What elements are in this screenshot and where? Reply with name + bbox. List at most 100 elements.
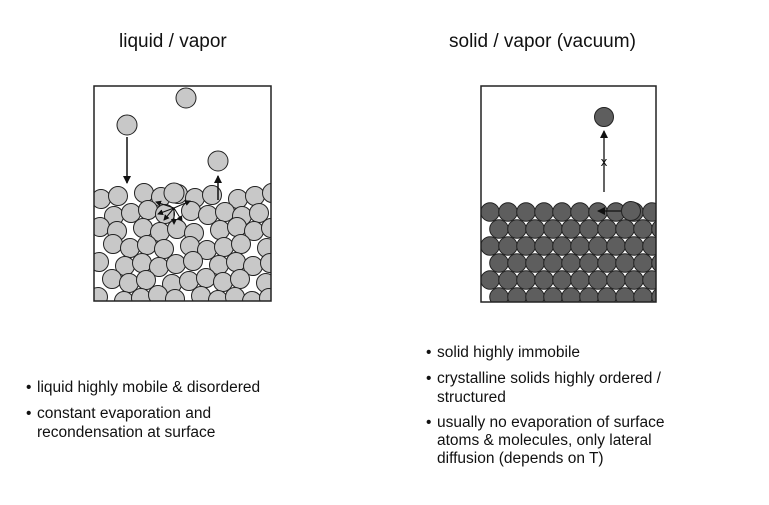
liquid-particle <box>137 235 157 255</box>
solid-particle <box>651 254 656 272</box>
solid-particle <box>543 253 563 273</box>
solid-particle <box>498 236 518 256</box>
solid-particle <box>489 219 509 239</box>
solid-particle <box>525 287 545 302</box>
vapor-particle <box>207 150 229 172</box>
solid-particle <box>615 253 635 273</box>
liquid-vapor-title: liquid / vapor <box>119 31 227 52</box>
solid-bullet: usually no evaporation of surface atoms … <box>426 414 664 468</box>
liquid-particle <box>231 234 251 254</box>
liquid-particle <box>259 288 271 301</box>
liquid-particle <box>167 219 187 239</box>
solid-particle <box>633 253 653 273</box>
solid-particle <box>588 236 608 256</box>
vapor-particle <box>175 87 197 109</box>
solid-particle <box>543 287 563 302</box>
liquid-particle <box>261 218 271 238</box>
solid-particle <box>642 202 656 222</box>
liquid-box <box>93 85 272 302</box>
liquid-particle <box>102 269 122 289</box>
solid-particle <box>507 287 527 302</box>
solid-particle <box>651 220 656 238</box>
solid-particle <box>624 270 644 290</box>
solid-particle <box>606 270 626 290</box>
solid-particle <box>534 270 554 290</box>
solid-vapor-title: solid / vapor (vacuum) <box>449 31 636 52</box>
solid-particle <box>633 219 653 239</box>
solid-particle <box>642 270 656 290</box>
solid-particle <box>507 219 527 239</box>
solid-particle <box>552 202 572 222</box>
liquid-particle <box>262 183 271 203</box>
solid-particle <box>525 253 545 273</box>
liquid-particle <box>166 254 186 274</box>
solid-bullet: crystalline solids highly ordered / stru… <box>426 369 664 407</box>
vapor-particle <box>116 114 138 136</box>
solid-particle <box>624 236 644 256</box>
liquid-bullets: liquid highly mobile & disordered consta… <box>26 378 260 449</box>
solid-particle <box>606 236 626 256</box>
blocked-marker: x <box>601 154 608 169</box>
solid-box: x <box>480 85 657 303</box>
liquid-particle <box>208 290 228 301</box>
liquid-bullet: constant evaporation and recondensation … <box>26 404 260 442</box>
solid-particle <box>561 287 581 302</box>
solid-particle <box>481 202 500 222</box>
solid-particle <box>579 253 599 273</box>
liquid-particle <box>133 218 153 238</box>
liquid-particle <box>191 286 211 301</box>
liquid-particle <box>210 220 230 240</box>
liquid-particle <box>196 268 216 288</box>
solid-particle <box>579 219 599 239</box>
liquid-particle <box>183 251 203 271</box>
liquid-particle <box>227 217 247 237</box>
solid-particle <box>570 236 590 256</box>
liquid-bullet: liquid highly mobile & disordered <box>26 378 260 397</box>
solid-particle <box>534 236 554 256</box>
solid-particle <box>481 270 500 290</box>
solid-particle <box>552 270 572 290</box>
solid-particle <box>597 287 617 302</box>
solid-particle <box>561 219 581 239</box>
liquid-vapor-particles <box>116 87 229 204</box>
liquid-particle <box>114 291 134 301</box>
solid-particle <box>579 287 599 302</box>
solid-surface-particles <box>594 107 641 221</box>
liquid-container <box>93 85 272 302</box>
liquid-particle <box>230 269 250 289</box>
vacuum-particle <box>594 107 614 127</box>
liquid-particle <box>94 287 108 301</box>
solid-particle <box>588 270 608 290</box>
liquid-particle <box>108 186 128 206</box>
solid-particle <box>498 270 518 290</box>
liquid-particle <box>242 291 262 301</box>
solid-particle <box>633 287 653 302</box>
liquid-particle <box>103 234 123 254</box>
solid-particle <box>543 219 563 239</box>
liquid-particle <box>260 253 271 273</box>
solid-lattice <box>481 202 656 302</box>
solid-particle <box>570 270 590 290</box>
solid-bullet: solid highly immobile <box>426 343 664 362</box>
solid-particle <box>516 202 536 222</box>
solid-particle <box>597 219 617 239</box>
liquid-particle <box>202 185 222 205</box>
solid-particle <box>525 219 545 239</box>
liquid-particles <box>94 183 271 301</box>
surface-particle <box>621 201 641 221</box>
solid-particle <box>615 287 635 302</box>
solid-particle <box>516 236 536 256</box>
solid-particle <box>597 253 617 273</box>
liquid-particle <box>181 201 201 221</box>
solid-bullets: solid highly immobile crystalline solids… <box>426 343 664 475</box>
solid-particle <box>588 202 608 222</box>
mobility-arrows <box>155 200 191 225</box>
liquid-particle <box>131 288 151 301</box>
liquid-particle <box>134 183 154 203</box>
solid-particle <box>481 236 500 256</box>
solid-particle <box>570 202 590 222</box>
surface-particle <box>163 182 185 204</box>
solid-particle <box>642 236 656 256</box>
solid-particle <box>615 219 635 239</box>
